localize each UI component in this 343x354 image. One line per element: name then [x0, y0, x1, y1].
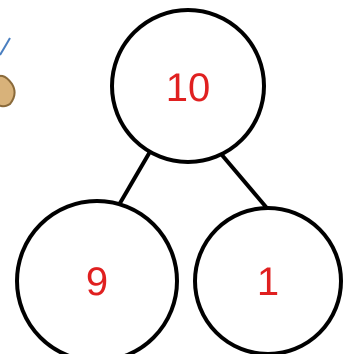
part-value-left: 9 — [86, 260, 108, 304]
whole-node: 10 — [110, 8, 266, 164]
part-circle-left — [15, 199, 179, 354]
partial-illustration-icon — [0, 37, 16, 108]
whole-value: 10 — [166, 66, 211, 110]
part-value-right: 1 — [257, 260, 279, 304]
connector-line-left — [114, 148, 153, 212]
part-node-left: 9 — [15, 199, 179, 354]
part-node-right: 1 — [193, 206, 343, 354]
connector-line-right — [214, 146, 268, 209]
part-circle-right — [193, 206, 343, 354]
whole-circle — [110, 8, 266, 164]
